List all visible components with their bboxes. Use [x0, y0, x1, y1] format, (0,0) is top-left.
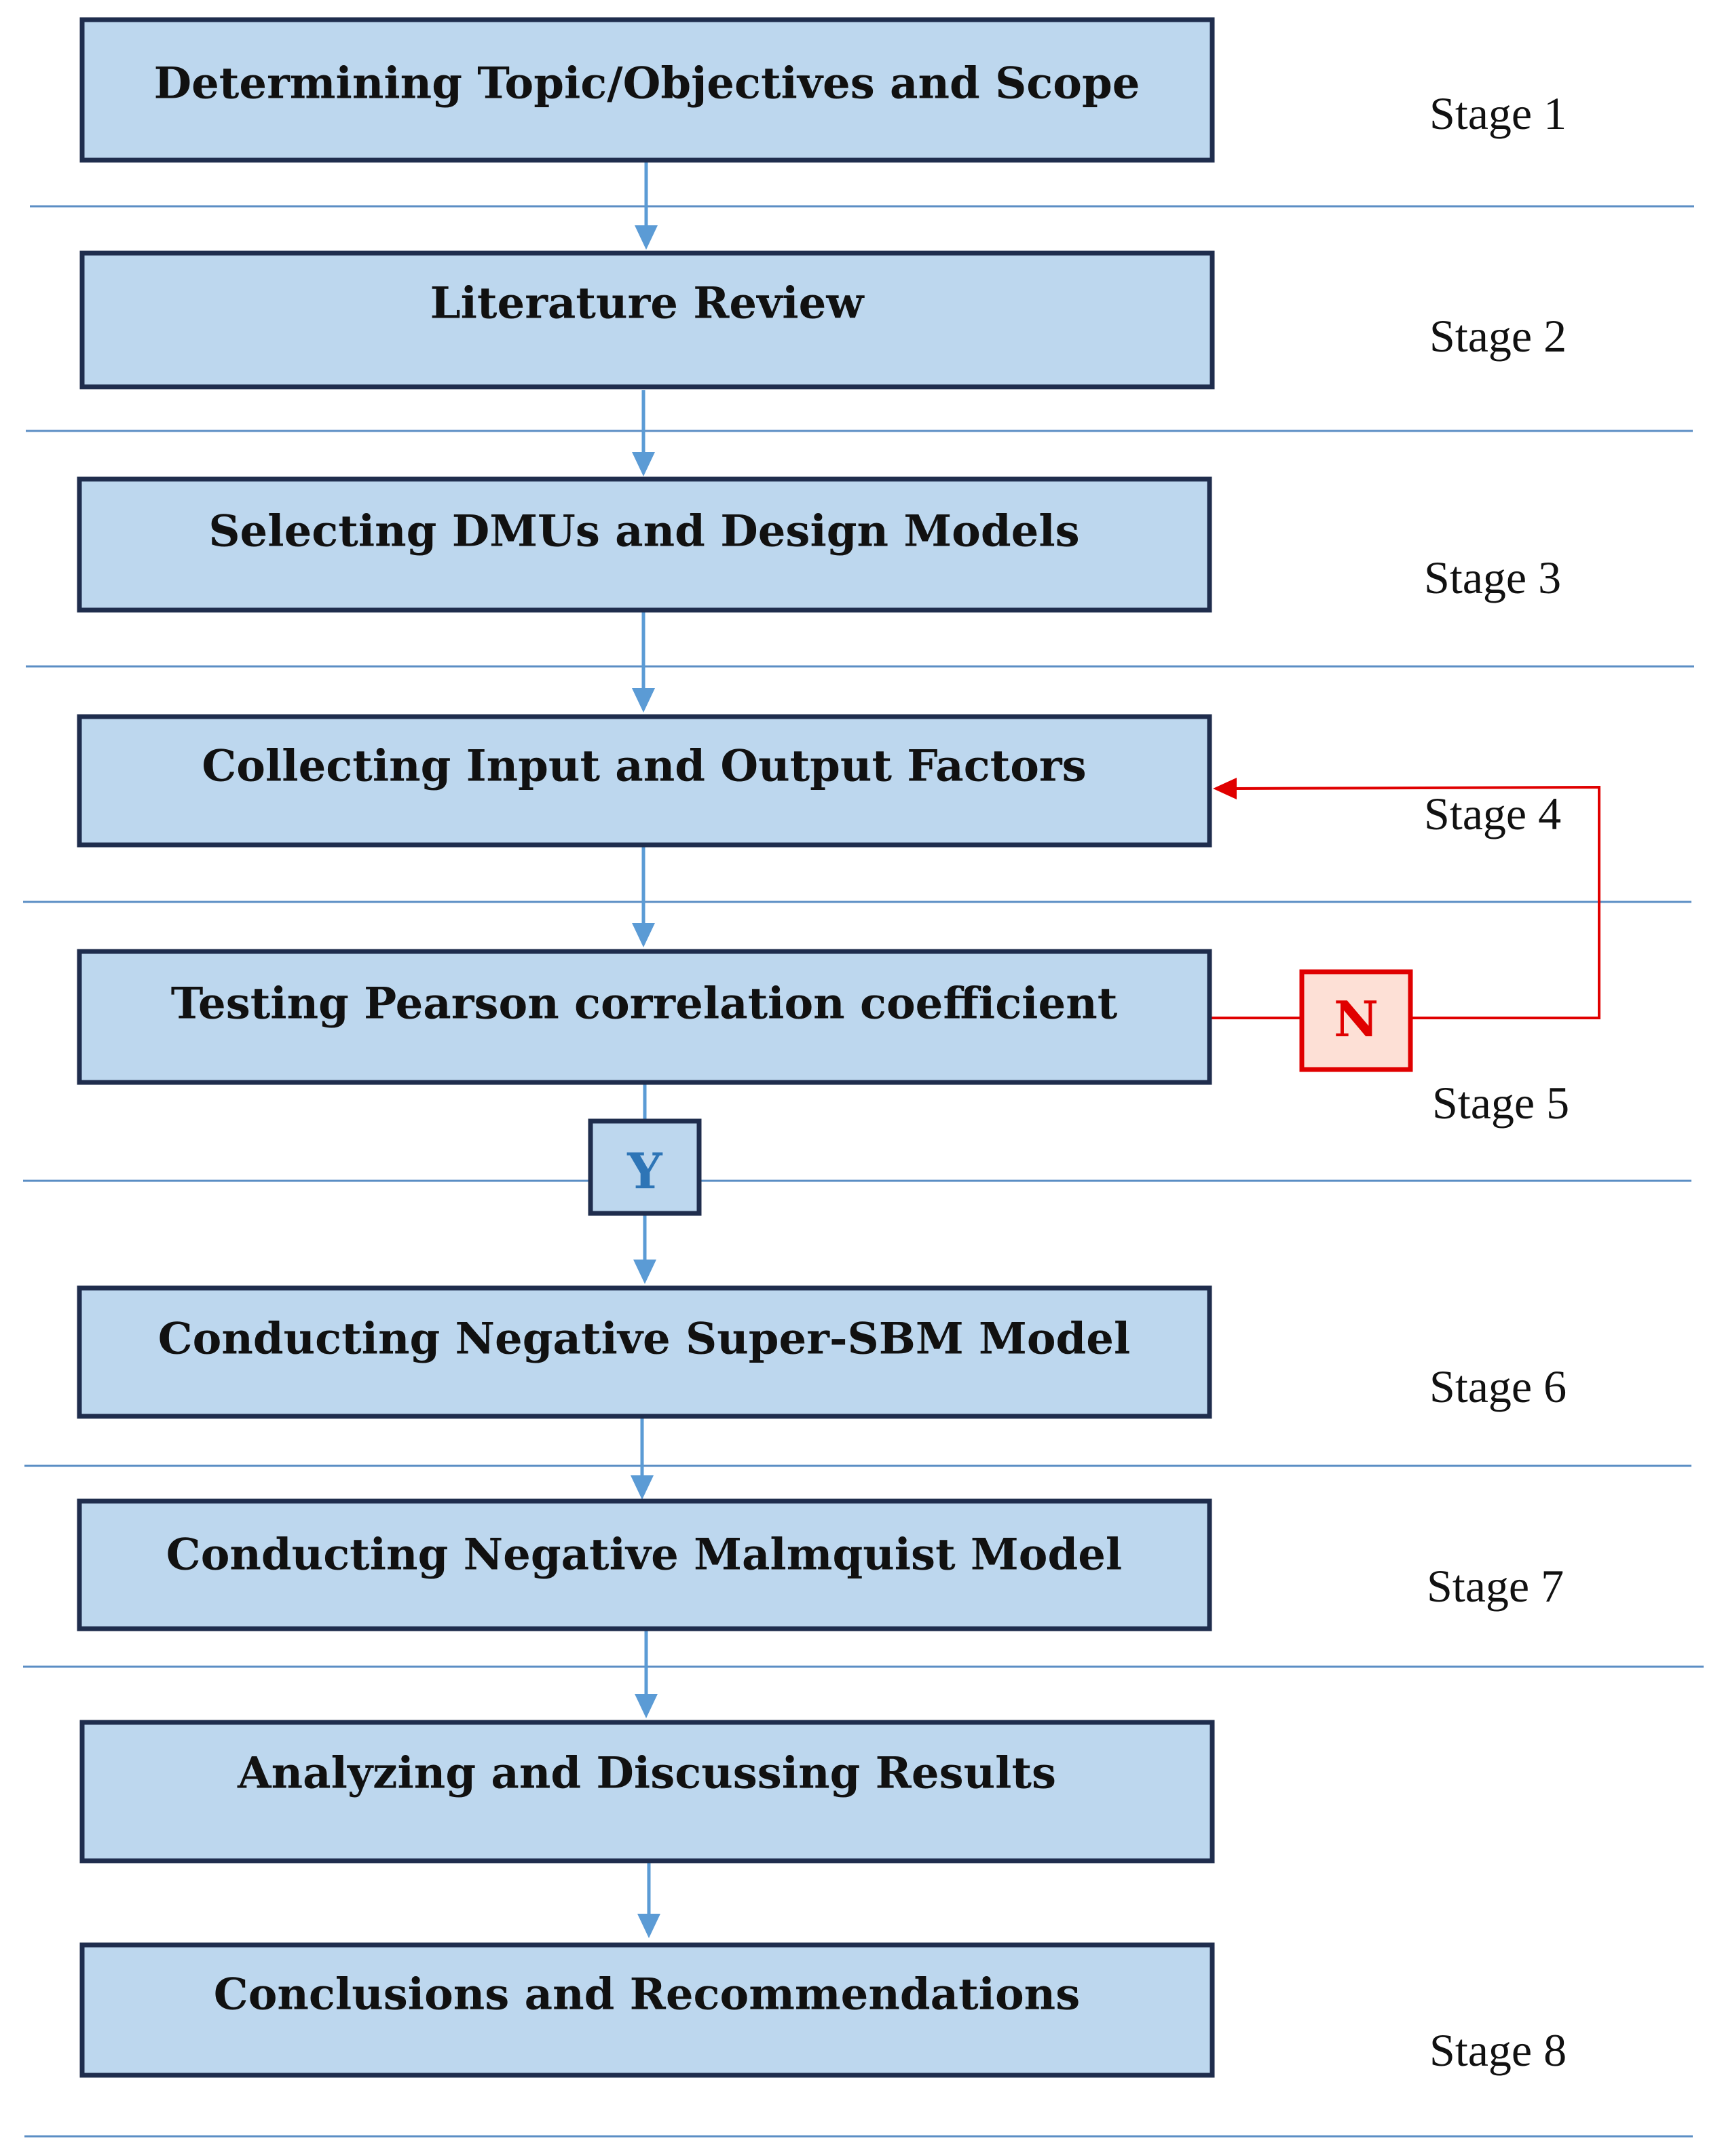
- stage-separators: [23, 205, 1704, 2138]
- decision-no-label: N: [1334, 990, 1379, 1048]
- step-box-literature-review: Literature Review: [79, 250, 1215, 390]
- step-box-malmquist: Conducting Negative Malmquist Model: [77, 1498, 1212, 1631]
- step-box-super-sbm: Conducting Negative Super-SBM Model: [77, 1285, 1212, 1419]
- flow-arrows: [631, 162, 660, 1938]
- step-box-selecting-dmus: Selecting DMUs and Design Models: [77, 476, 1212, 613]
- flow-arrow: [633, 1215, 656, 1284]
- stage-label: Stage 8: [1429, 2024, 1567, 2076]
- loop-arrowhead: [1213, 778, 1237, 799]
- step-box-collecting-factors: Collecting Input and Output Factors: [77, 714, 1212, 848]
- step-label: Analyzing and Discussing Results: [237, 1748, 1056, 1799]
- flow-arrow: [632, 390, 655, 476]
- step-label: Determining Topic/Objectives and Scope: [154, 58, 1140, 109]
- step-label: Testing Pearson correlation coefficient: [171, 979, 1118, 1029]
- decision-no-box: N: [1299, 969, 1413, 1072]
- flow-arrow: [637, 1863, 660, 1938]
- stage-label: Stage 2: [1429, 310, 1567, 362]
- stage-label: Stage 7: [1427, 1560, 1564, 1612]
- step-box-pearson-test: Testing Pearson correlation coefficient: [77, 949, 1212, 1085]
- flow-arrow: [632, 847, 655, 947]
- flow-arrow: [632, 612, 655, 713]
- stage-label: Stage 4: [1424, 788, 1561, 839]
- stage-label: Stage 1: [1429, 88, 1567, 139]
- flow-arrow: [635, 162, 658, 250]
- decision-yes-label: Y: [626, 1142, 663, 1200]
- decision-yes-box: Y: [588, 1118, 702, 1216]
- stage-label: Stage 3: [1424, 552, 1561, 603]
- stage-label: Stage 6: [1429, 1361, 1567, 1412]
- step-label: Conducting Negative Malmquist Model: [166, 1530, 1122, 1581]
- step-box-conclusions: Conclusions and Recommendations: [79, 1942, 1215, 2078]
- stage-label: Stage 5: [1432, 1077, 1569, 1129]
- step-label: Selecting DMUs and Design Models: [208, 506, 1079, 557]
- step-box-analyzing-results: Analyzing and Discussing Results: [79, 1720, 1215, 1864]
- step-label: Literature Review: [430, 278, 865, 329]
- flow-arrow: [631, 1418, 654, 1500]
- no-feedback-loop: [1212, 778, 1600, 1019]
- step-label: Conducting Negative Super-SBM Model: [158, 1314, 1131, 1365]
- stage-labels: Stage 1 Stage 2 Stage 3 Stage 4 Stage 5 …: [1424, 88, 1569, 2076]
- step-label: Conclusions and Recommendations: [214, 1969, 1080, 2020]
- flow-arrow: [635, 1631, 658, 1718]
- step-box-topic-objectives: Determining Topic/Objectives and Scope: [79, 17, 1215, 163]
- step-label: Collecting Input and Output Factors: [202, 741, 1086, 792]
